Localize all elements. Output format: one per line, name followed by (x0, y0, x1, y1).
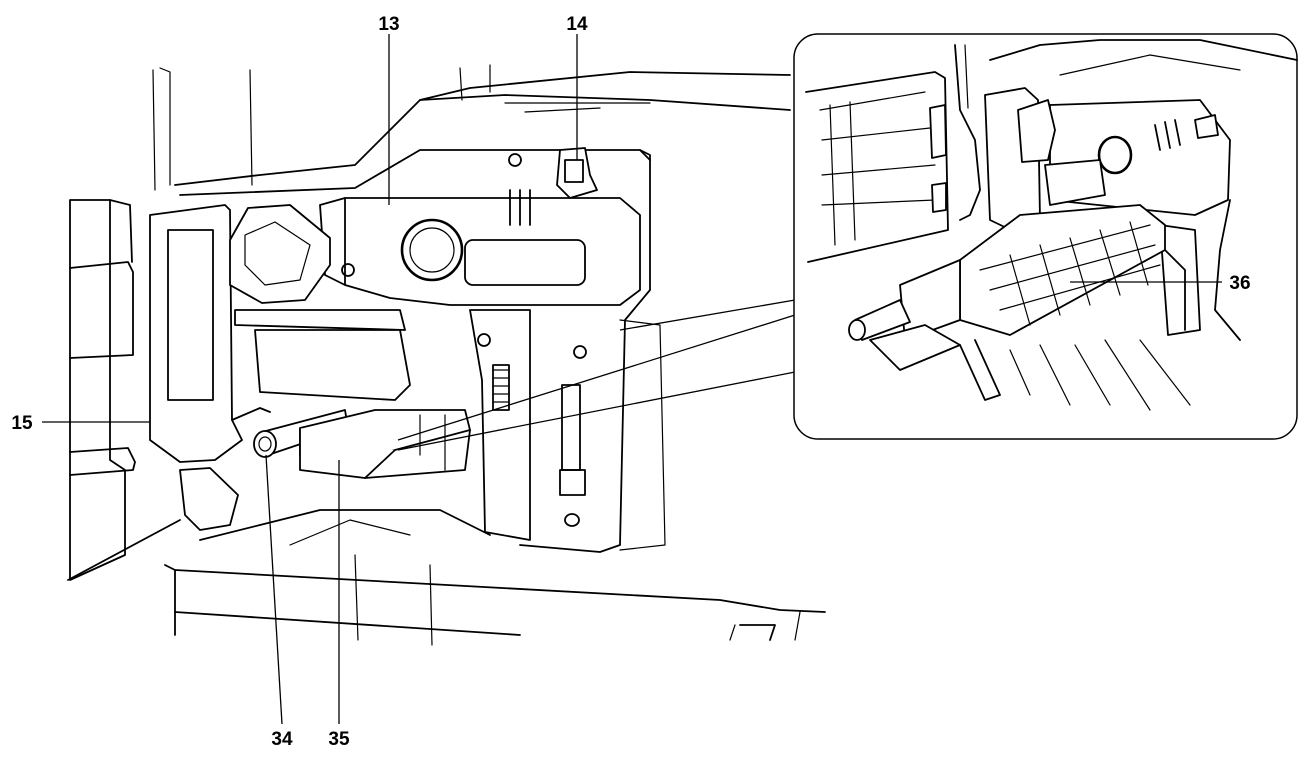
inset-interior (984, 39, 1298, 341)
callout-36: 36 (1229, 273, 1250, 294)
callout-13: 13 (378, 14, 399, 35)
callout-labels: 13 14 15 34 35 36 (11, 14, 1250, 750)
cleaning-compartment (299, 409, 471, 479)
waste-toner-box (149, 204, 271, 463)
printer-right-panel (469, 149, 666, 553)
left-door-frame (69, 67, 253, 581)
callout-14: 14 (566, 14, 588, 35)
inset-projection-lines (397, 299, 796, 451)
callout-35: 35 (328, 729, 350, 750)
inset-open-door (805, 44, 981, 263)
top-cover (174, 64, 791, 196)
detail-inset (793, 33, 1298, 440)
lower-paper-path (67, 467, 826, 646)
callout-15: 15 (11, 413, 33, 434)
inset-cleaning-tool (848, 204, 1191, 411)
main-leader-lines (42, 34, 578, 725)
main-illustration (42, 34, 826, 725)
callout-34: 34 (271, 729, 293, 750)
drum-unit (229, 204, 411, 401)
toner-release-lever (508, 147, 598, 199)
toner-cartridge (319, 189, 641, 306)
